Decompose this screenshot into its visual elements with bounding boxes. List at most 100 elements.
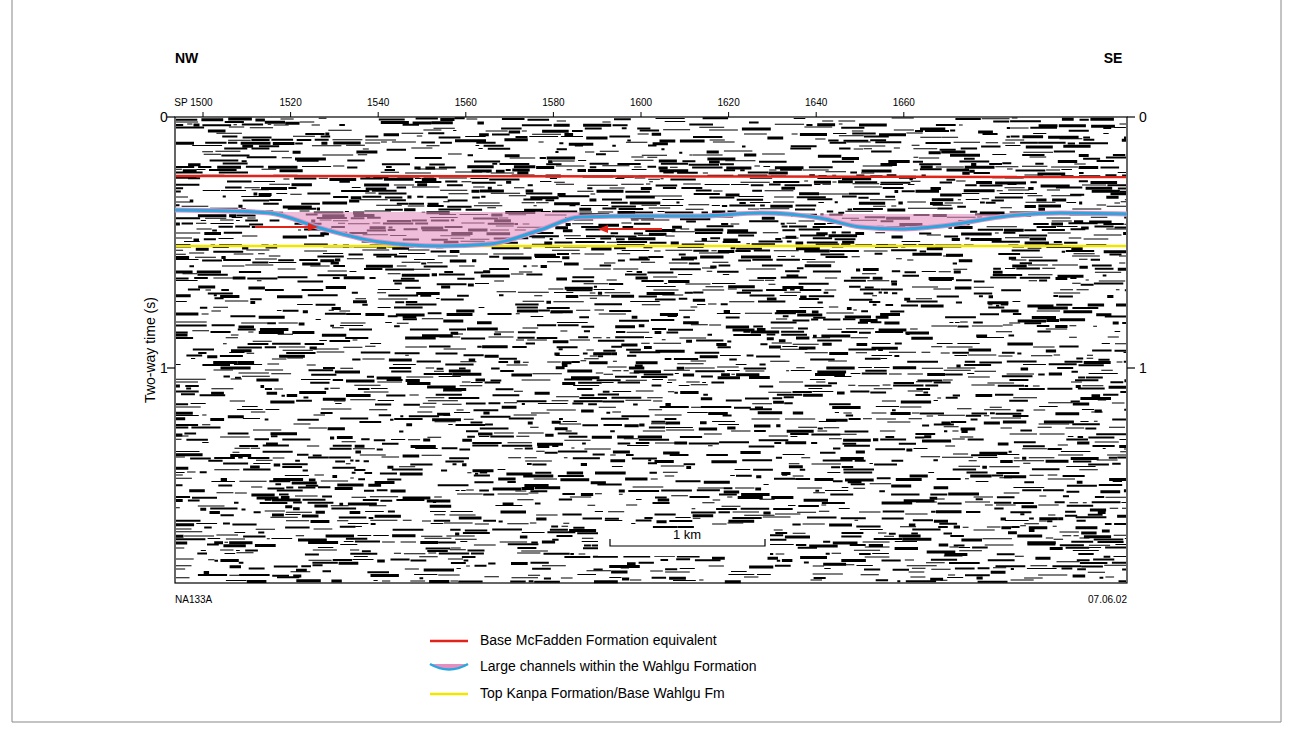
axis-title: Two-way time (s) bbox=[143, 297, 157, 403]
seismic-trace-row bbox=[235, 447, 1127, 451]
seismic-trace-row bbox=[176, 123, 1126, 127]
shotpoint-tick bbox=[728, 112, 729, 117]
seismic-trace-row bbox=[304, 396, 1112, 400]
seismic-trace-row bbox=[176, 165, 1119, 169]
seismic-trace-row bbox=[214, 369, 1113, 373]
seismic-trace-row bbox=[186, 354, 1093, 358]
seismic-trace-row bbox=[176, 279, 1125, 283]
seismic-trace-row bbox=[228, 138, 1126, 142]
shotpoint-label: 1580 bbox=[542, 98, 564, 108]
seismic-trace-row bbox=[215, 297, 933, 301]
seismic-trace-row bbox=[208, 291, 1080, 295]
seismic-trace-row bbox=[214, 468, 1098, 472]
seismic-trace-row bbox=[354, 555, 1126, 559]
seismic-trace-row bbox=[176, 294, 1113, 298]
seismic-trace-row bbox=[216, 132, 1108, 136]
seismic-trace-row bbox=[176, 471, 1019, 475]
red-horizon bbox=[176, 176, 1126, 177]
seismic-trace-row bbox=[230, 315, 1126, 319]
seismic-trace-row bbox=[176, 276, 1077, 280]
legend-text: Large channels within the Wahlgu Formati… bbox=[480, 659, 757, 673]
seismic-trace-row bbox=[176, 438, 1126, 442]
shotpoint-label: 1660 bbox=[893, 98, 915, 108]
shotpoint-tick bbox=[203, 112, 204, 117]
arrow-head bbox=[308, 223, 318, 231]
time-label: 1 bbox=[160, 361, 168, 375]
seismic-trace-row bbox=[204, 153, 1126, 157]
shotpoint-label: 1560 bbox=[455, 98, 477, 108]
seismic-trace-row bbox=[176, 249, 1126, 253]
seismic-trace-row bbox=[176, 414, 1029, 418]
flow-arrow bbox=[255, 226, 310, 228]
shotpoint-label: 1620 bbox=[717, 98, 739, 108]
seismic-trace-row bbox=[176, 255, 1126, 259]
legend-swatch bbox=[430, 640, 468, 643]
shotpoint-tick bbox=[816, 112, 817, 117]
arrow-head bbox=[598, 225, 608, 233]
seismic-trace-row bbox=[189, 264, 1111, 268]
seismic-trace-row bbox=[247, 156, 1126, 160]
seismic-trace-row bbox=[198, 573, 1085, 577]
seismic-trace-row bbox=[176, 333, 1014, 337]
seismic-trace-row bbox=[189, 489, 1126, 493]
seismic-trace-row bbox=[176, 519, 1086, 523]
seismic-trace-row bbox=[186, 387, 1105, 391]
scale-bar-ground bbox=[598, 528, 770, 556]
yellow-horizon bbox=[176, 245, 1126, 248]
line-name: NA133A bbox=[175, 595, 212, 605]
seismic-trace-row bbox=[204, 570, 1105, 574]
direction-label: SE bbox=[1104, 51, 1123, 65]
seismic-trace-row bbox=[224, 375, 1103, 379]
seismic-trace-row bbox=[238, 327, 1067, 331]
seismic-trace-row bbox=[176, 312, 1111, 316]
seismic-trace-row bbox=[222, 135, 1126, 139]
seismic-trace-row bbox=[176, 183, 1126, 187]
seismic-trace-row bbox=[224, 147, 977, 150]
seismic-trace-row bbox=[176, 189, 1126, 193]
seismic-trace-row bbox=[176, 270, 1121, 274]
shotpoint-tick bbox=[903, 112, 904, 117]
seismic-trace-row bbox=[210, 207, 1101, 211]
seismic-trace-row bbox=[253, 192, 1126, 196]
seismic-trace-row bbox=[253, 339, 842, 343]
seismic-trace-row bbox=[176, 117, 1114, 121]
shotpoint-tick bbox=[553, 112, 554, 117]
seismic-trace-row bbox=[176, 171, 1126, 175]
seismic-trace-row bbox=[237, 408, 1126, 412]
seismic-trace-row bbox=[176, 426, 1125, 430]
seismic-trace-row bbox=[176, 336, 1119, 340]
seismic-trace-row bbox=[176, 324, 1097, 328]
seismic-trace-row bbox=[176, 258, 1100, 262]
seismic-trace-row bbox=[239, 561, 1126, 565]
seismic-trace-row bbox=[223, 342, 1126, 346]
seismic-trace-row bbox=[176, 384, 1126, 388]
seismic-trace-row bbox=[208, 129, 1089, 133]
seismic-trace-row bbox=[176, 195, 1119, 199]
seismic-trace-row bbox=[237, 345, 1078, 349]
seismic-trace-row bbox=[394, 282, 1123, 286]
section-border bbox=[175, 117, 1127, 583]
seismic-trace-row bbox=[188, 162, 1086, 166]
seismic-trace-row bbox=[217, 492, 1020, 496]
legend-swatch bbox=[430, 693, 468, 696]
shotpoint-label: SP 1500 bbox=[174, 98, 212, 108]
seismic-trace-row bbox=[188, 288, 1126, 291]
seismic-trace-row bbox=[316, 318, 1086, 322]
time-tick bbox=[167, 116, 175, 117]
time-tick bbox=[1127, 116, 1135, 117]
direction-label: NW bbox=[175, 51, 198, 65]
seismic-trace-row bbox=[176, 321, 1126, 325]
seismic-trace-row bbox=[239, 444, 1126, 448]
time-tick bbox=[1127, 367, 1135, 368]
seismic-trace-row bbox=[227, 180, 1117, 184]
seismic-trace-row bbox=[176, 402, 1125, 406]
time-label: 0 bbox=[160, 110, 168, 124]
shotpoint-tick bbox=[378, 112, 379, 117]
seismic-trace-row bbox=[176, 522, 1126, 526]
seismic-traces bbox=[176, 117, 1126, 583]
seismic-trace-row bbox=[176, 450, 1126, 454]
shotpoint-tick bbox=[465, 112, 466, 117]
seismic-trace-row bbox=[192, 145, 1090, 149]
seismic-trace-row bbox=[208, 459, 1117, 463]
legend-swatch bbox=[430, 664, 468, 670]
